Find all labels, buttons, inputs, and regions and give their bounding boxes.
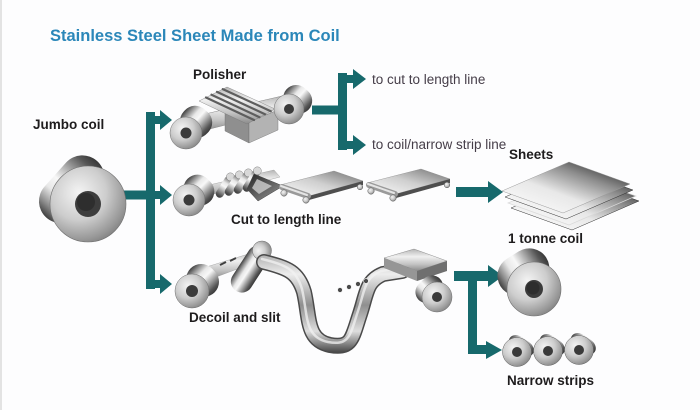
one-tonne-coil-graphic [497, 248, 562, 317]
jumbo-coil-graphic [38, 155, 127, 243]
narrow-strips-label: Narrow strips [507, 373, 594, 388]
polisher-ridges [204, 87, 272, 122]
branch-connector-polisher [312, 69, 366, 155]
decoil-and-slit-graphic [174, 240, 453, 354]
arrow-to-polisher-icon [154, 110, 172, 130]
slit-edge-dots [337, 278, 369, 293]
polisher-graphic [169, 85, 313, 150]
jumbo-coil-label: Jumbo coil [33, 117, 104, 132]
arrow-to-cut-line-icon [154, 185, 172, 205]
left-edge-divider [0, 0, 2, 410]
arrow-to-coil-text-icon [346, 135, 366, 155]
arrow-to-one-tonne-icon [454, 265, 503, 287]
arrow-to-cut-text-icon [346, 69, 366, 89]
arrow-to-narrow-strips-icon [486, 341, 502, 359]
to-cut-to-length-line-label: to cut to length line [372, 72, 485, 87]
polisher-label: Polisher [193, 67, 247, 82]
branch-connector-recoil [454, 265, 503, 359]
cut-to-length-line-graphic [172, 166, 451, 217]
arrow-to-sheets-icon [456, 181, 503, 203]
narrow-strips-graphic [502, 333, 596, 367]
one-tonne-coil-label: 1 tonne coil [508, 231, 583, 246]
decoil-and-slit-label: Decoil and slit [189, 310, 281, 325]
page-title: Stainless Steel Sheet Made from Coil [50, 27, 340, 45]
branch-connector-main [124, 110, 172, 294]
sheets-stack-graphic [501, 161, 640, 231]
cut-to-length-line-label: Cut to length line [231, 212, 342, 227]
arrow-to-decoil-icon [154, 274, 172, 294]
to-coil-narrow-strip-line-label: to coil/narrow strip line [372, 137, 506, 152]
sheets-label: Sheets [509, 147, 553, 162]
